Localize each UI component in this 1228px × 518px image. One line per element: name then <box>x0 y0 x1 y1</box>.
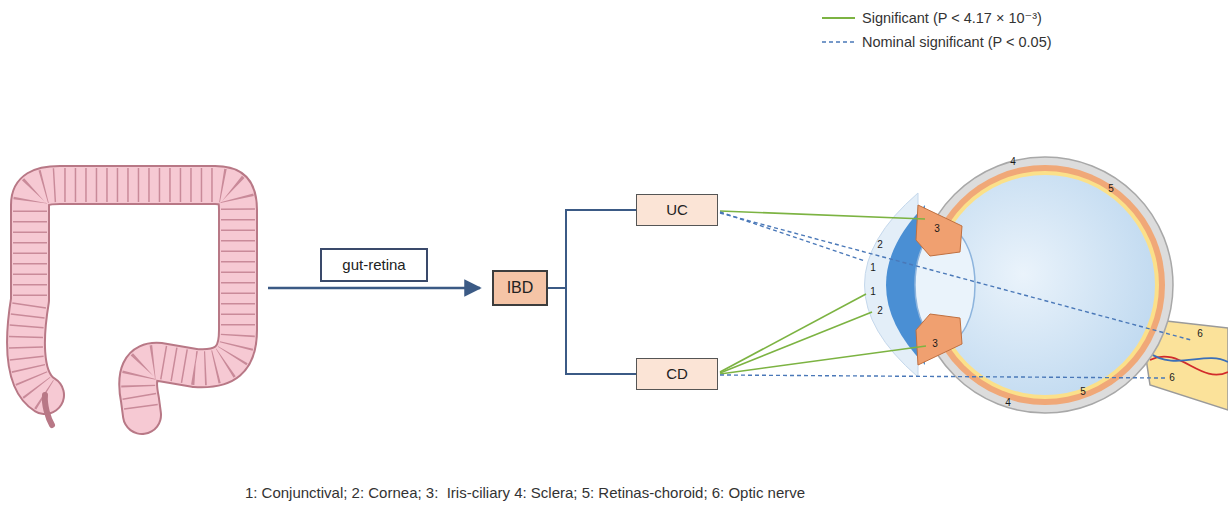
association-line <box>720 346 926 374</box>
node-label: UC <box>666 201 688 218</box>
colon-illustration <box>26 185 238 415</box>
association-line <box>720 211 925 219</box>
pathway-arrow <box>268 287 480 290</box>
pathway-arrow <box>268 288 480 289</box>
colon-illustration <box>26 185 238 415</box>
association-line <box>720 211 1191 378</box>
node-label: gut-retina <box>342 256 405 273</box>
eye-illustration <box>916 205 962 256</box>
legend-text: Nominal significant (P < 0.05) <box>862 34 1052 50</box>
node-label: IBD <box>507 279 534 297</box>
callout-number: 1 <box>870 287 876 297</box>
disease-box: IBD <box>492 270 548 306</box>
colon-illustration <box>26 185 238 415</box>
callout-number: 5 <box>1108 184 1114 194</box>
eye-illustration <box>916 314 962 365</box>
node-label: CD <box>666 365 688 382</box>
eye-illustration <box>1148 352 1228 362</box>
callout-number: 6 <box>1169 373 1175 383</box>
subtype-box: CD <box>636 358 718 390</box>
association-line <box>720 375 1165 378</box>
legend-sample <box>822 18 855 42</box>
callout-number: 3 <box>934 224 940 234</box>
legend-text: Significant (P < 4.17 × 10⁻³) <box>862 10 1042 26</box>
legend-sample <box>822 41 855 43</box>
eye-illustration <box>865 157 1228 413</box>
colon-illustration <box>26 185 238 425</box>
callout-number: 3 <box>932 339 938 349</box>
colon-illustration <box>45 395 52 425</box>
callout-number: 5 <box>1080 387 1086 397</box>
key-caption: 1: Conjunctival; 2: Cornea; 3: Iris-cili… <box>245 484 805 501</box>
subtype-box: UC <box>636 194 718 226</box>
callout-number: 1 <box>870 263 876 273</box>
association-line <box>720 294 866 372</box>
pathway-box: gut-retina <box>320 248 428 282</box>
callout-number: 6 <box>1197 329 1203 339</box>
callout-number: 2 <box>877 240 883 250</box>
callout-number: 2 <box>877 306 883 316</box>
bracket-connector <box>548 210 636 288</box>
bracket-connector <box>548 288 636 374</box>
callout-number: 4 <box>1005 398 1011 408</box>
callout-number: 4 <box>1010 157 1016 167</box>
legend-sample <box>822 17 855 19</box>
association-line <box>720 213 1191 340</box>
